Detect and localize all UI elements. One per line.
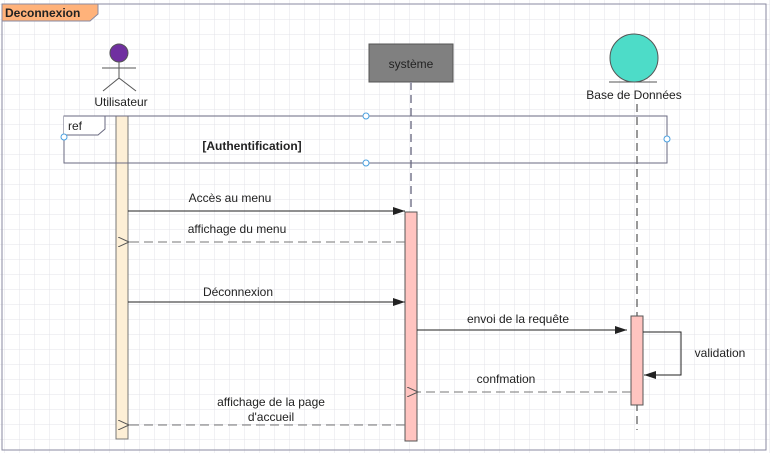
actor-icon: [102, 43, 137, 92]
participant-label: Base de Données: [586, 88, 681, 102]
message-label: Déconnexion: [203, 285, 273, 299]
message-confmation[interactable]: confmation: [418, 372, 631, 392]
entity-icon: [609, 33, 659, 83]
message-acces-au-menu[interactable]: Accès au menu: [128, 191, 405, 215]
message-label-line2: d'accueil: [248, 410, 294, 424]
message-affichage-du-menu[interactable]: affichage du menu: [129, 222, 405, 242]
activation-bar-base-de-donnees[interactable]: [630, 315, 644, 406]
diagram-frame: [1, 3, 767, 451]
message-affichage-de-la-page-daccueil[interactable]: affichage de la page d'accueil: [129, 395, 405, 425]
diagram-title: Deconnexion: [5, 6, 80, 20]
diagram-title-tab[interactable]: Deconnexion: [1, 3, 99, 22]
ref-tag: ref: [68, 119, 83, 133]
message-label: Accès au menu: [189, 191, 272, 205]
participant-utilisateur[interactable]: Utilisateur: [94, 43, 148, 109]
selection-handles[interactable]: [60, 112, 671, 167]
ref-label: [Authentification]: [202, 139, 301, 153]
participant-base-de-donnees[interactable]: Base de Données: [586, 33, 682, 102]
activation-bar-utilisateur[interactable]: [115, 115, 129, 440]
participant-label: système: [389, 57, 434, 71]
message-validation[interactable]: validation: [643, 331, 746, 379]
activation-bar-systeme[interactable]: [404, 211, 418, 442]
message-label-line1: affichage de la page: [217, 395, 325, 409]
message-label: confmation: [477, 372, 536, 386]
message-envoi-de-la-requete[interactable]: envoi de la requête: [417, 312, 627, 334]
message-label: envoi de la requête: [467, 312, 569, 326]
participant-systeme[interactable]: système: [368, 43, 454, 83]
ref-fragment-authentification[interactable]: ref [Authentification]: [60, 112, 671, 167]
message-deconnexion[interactable]: Déconnexion: [128, 285, 405, 306]
participant-label: Utilisateur: [94, 95, 147, 109]
message-label: affichage du menu: [188, 222, 287, 236]
message-label: validation: [695, 346, 746, 360]
